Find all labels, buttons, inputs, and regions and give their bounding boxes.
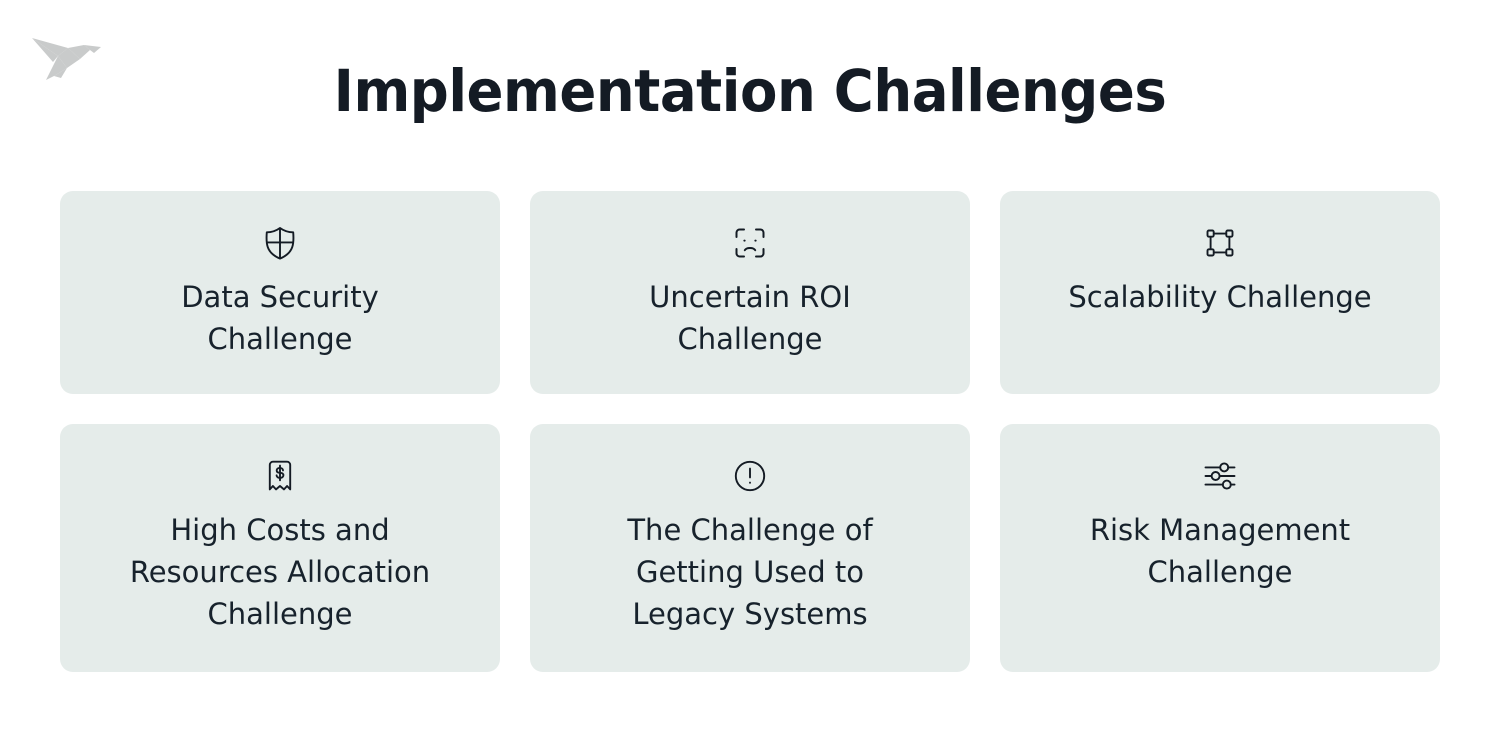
resize-handles-square-icon xyxy=(1198,221,1242,265)
exclamation-circle-icon xyxy=(728,454,772,498)
challenge-card-data-security[interactable]: Data Security Challenge xyxy=(60,191,500,394)
sliders-icon xyxy=(1198,454,1242,498)
challenge-card-legacy-systems[interactable]: The Challenge of Getting Used to Legacy … xyxy=(530,424,970,672)
challenge-card-risk-management[interactable]: Risk Management Challenge xyxy=(1000,424,1440,672)
challenge-card-label: Uncertain ROI Challenge xyxy=(649,280,851,356)
challenge-card-label: Data Security Challenge xyxy=(181,280,379,356)
challenge-card-scalability[interactable]: Scalability Challenge xyxy=(1000,191,1440,394)
challenge-card-label: The Challenge of Getting Used to Legacy … xyxy=(627,513,873,631)
challenge-card-label: Risk Management Challenge xyxy=(1089,513,1351,589)
challenge-card-label: High Costs and Resources Allocation Chal… xyxy=(129,513,431,631)
face-scan-frown-icon xyxy=(728,221,772,265)
challenge-card-high-costs[interactable]: High Costs and Resources Allocation Chal… xyxy=(60,424,500,672)
page-title: Implementation Challenges xyxy=(333,57,1167,125)
shield-cross-icon xyxy=(258,221,302,265)
challenge-card-uncertain-roi[interactable]: Uncertain ROI Challenge xyxy=(530,191,970,394)
origami-bird-logo xyxy=(28,26,110,84)
challenge-card-label: Scalability Challenge xyxy=(1068,280,1372,314)
challenge-card-grid: Data Security Challenge Uncertain ROI Ch… xyxy=(60,191,1440,672)
receipt-dollar-icon xyxy=(258,454,302,498)
